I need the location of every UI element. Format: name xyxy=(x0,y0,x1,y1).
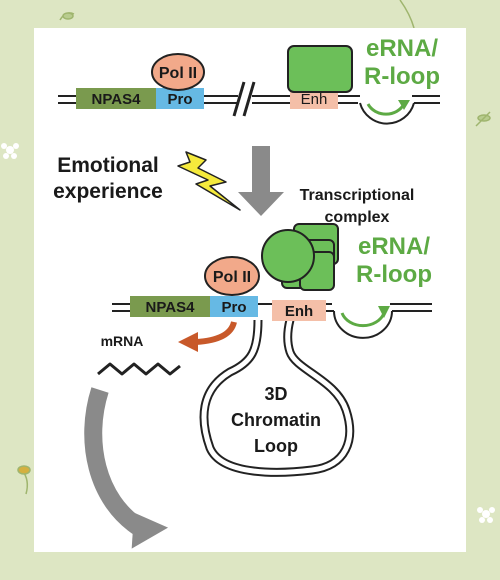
bottom-gene-label: NPAS4 xyxy=(146,299,196,316)
leaf-decoration-icon xyxy=(17,0,491,495)
top-erna-line2: R-loop xyxy=(364,63,440,90)
bottom-promoter-box xyxy=(210,296,258,317)
top-complex-block xyxy=(287,45,353,93)
flower-decoration-icon xyxy=(1,143,495,523)
curved-gray-arrowhead-icon xyxy=(131,512,169,549)
curved-gray-arrow-icon xyxy=(84,387,146,536)
bottom-promoter-label: Pro xyxy=(221,299,246,316)
bottom-rloop-bubble xyxy=(333,310,393,339)
bottom-construct: 3D Chromatin Loop NPAS4 Pro Enh Pol II xyxy=(97,223,432,477)
bottom-pol2-ellipse xyxy=(204,256,260,296)
top-rloop-arrowhead-icon xyxy=(398,100,410,110)
down-arrow-icon xyxy=(238,146,284,216)
mrna-arrow-icon xyxy=(195,321,237,345)
top-construct: NPAS4 Pro Pol II Enh eRNA/ R-loop xyxy=(58,35,440,125)
top-promoter-box xyxy=(156,88,204,109)
bottom-gene-box xyxy=(130,296,210,317)
bottom-erna-line1: eRNA/ xyxy=(358,233,430,260)
mrna-arrowhead-icon xyxy=(178,332,198,352)
mrna-label: mRNA xyxy=(101,333,144,349)
loop-label-line2: Chromatin xyxy=(231,410,321,430)
bottom-erna-line2: R-loop xyxy=(356,261,432,288)
stimulus: Emotional experience xyxy=(53,146,284,216)
top-promoter-label: Pro xyxy=(167,91,192,108)
top-enhancer-box xyxy=(290,88,338,109)
lightning-bolt-icon xyxy=(177,151,241,211)
top-gene-box xyxy=(76,88,156,109)
bottom-rloop-arrow xyxy=(340,312,386,328)
transcriptional-complex xyxy=(261,223,339,291)
mrna-squiggle-icon xyxy=(97,362,181,376)
top-rloop-bubble xyxy=(359,102,415,125)
complex-label-line2: complex xyxy=(325,209,390,226)
top-gene-label: NPAS4 xyxy=(92,91,142,108)
top-erna-line1: eRNA/ xyxy=(366,35,438,62)
stimulus-line1: Emotional xyxy=(57,154,159,177)
chromatin-loop-inner xyxy=(201,319,353,475)
loop-label-line1: 3D xyxy=(264,384,287,404)
stimulus-line2: experience xyxy=(53,180,163,203)
bottom-rloop-arrowhead-icon xyxy=(378,306,390,318)
bottom-pol2-label: Pol II xyxy=(213,269,251,286)
top-rloop-arrow xyxy=(366,103,406,116)
bottom-enhancer-label: Enh xyxy=(285,303,313,320)
loop-label-line3: Loop xyxy=(254,436,298,456)
top-enhancer-label: Enh xyxy=(301,91,328,108)
complex-label-line1: Transcriptional xyxy=(300,187,415,204)
bottom-enhancer-box xyxy=(272,300,326,321)
top-pol2-label: Pol II xyxy=(159,65,197,82)
top-pol2-ellipse xyxy=(151,53,205,91)
